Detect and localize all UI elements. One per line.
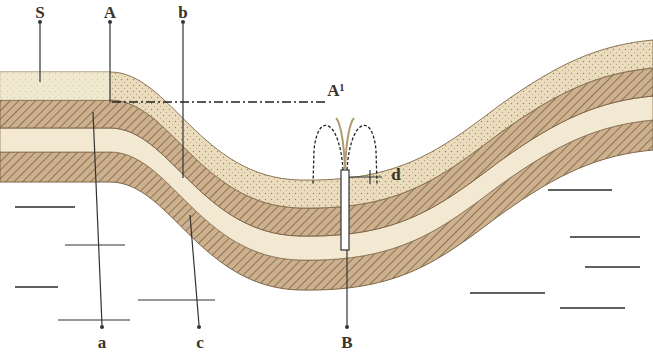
water-spray [336, 118, 354, 170]
outcrop-zone [0, 72, 110, 100]
part-letter: S [33, 2, 46, 21]
well-pipe [341, 170, 349, 250]
part-letter: A¹ [325, 81, 346, 100]
part-letter: A [102, 2, 118, 21]
part-letter: d [389, 165, 402, 184]
piezometric-line [112, 101, 328, 102]
leader-dots [38, 20, 349, 329]
part-letter: a [96, 333, 109, 352]
part-letter: b [176, 2, 189, 21]
part-letter: c [194, 333, 206, 352]
leader-lines [40, 24, 382, 325]
part-letter: B [339, 333, 354, 352]
surface-sand-layer [0, 40, 653, 208]
